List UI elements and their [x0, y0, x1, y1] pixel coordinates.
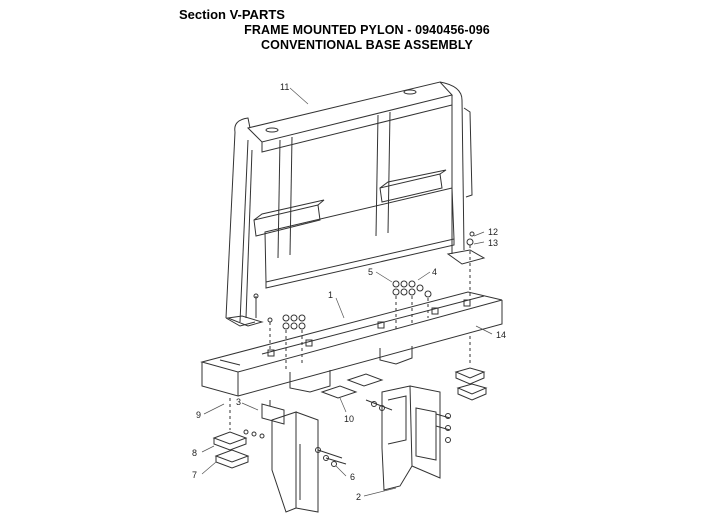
pad-left	[212, 398, 250, 469]
main-beam	[200, 291, 503, 397]
bolt-group-right	[392, 280, 432, 330]
callout-3: 3	[236, 397, 241, 407]
drawing-title: FRAME MOUNTED PYLON - 0940456-096	[244, 23, 490, 37]
pylon-frame	[225, 81, 486, 327]
callout-1: 1	[328, 290, 333, 300]
bracket-right	[381, 385, 441, 491]
pad-right	[454, 336, 488, 401]
callout-10: 10	[344, 414, 354, 424]
bolt-set-6	[243, 399, 451, 467]
bolt-12-13	[466, 231, 475, 300]
callout-6: 6	[350, 472, 355, 482]
callout-8: 8	[192, 448, 197, 458]
callout-4: 4	[432, 267, 437, 277]
callout-13: 13	[488, 238, 498, 248]
callout-9: 9	[196, 410, 201, 420]
drawing-subtitle: CONVENTIONAL BASE ASSEMBLY	[261, 38, 473, 52]
callout-5: 5	[368, 267, 373, 277]
callout-7: 7	[192, 470, 197, 480]
bolt-group-left	[267, 314, 306, 370]
callout-14: 14	[496, 330, 506, 340]
callout-11: 11	[280, 82, 289, 92]
bracket-left	[271, 411, 319, 513]
section-title: Section V-PARTS	[179, 7, 285, 22]
callout-12: 12	[488, 227, 498, 237]
callout-2: 2	[356, 492, 361, 502]
